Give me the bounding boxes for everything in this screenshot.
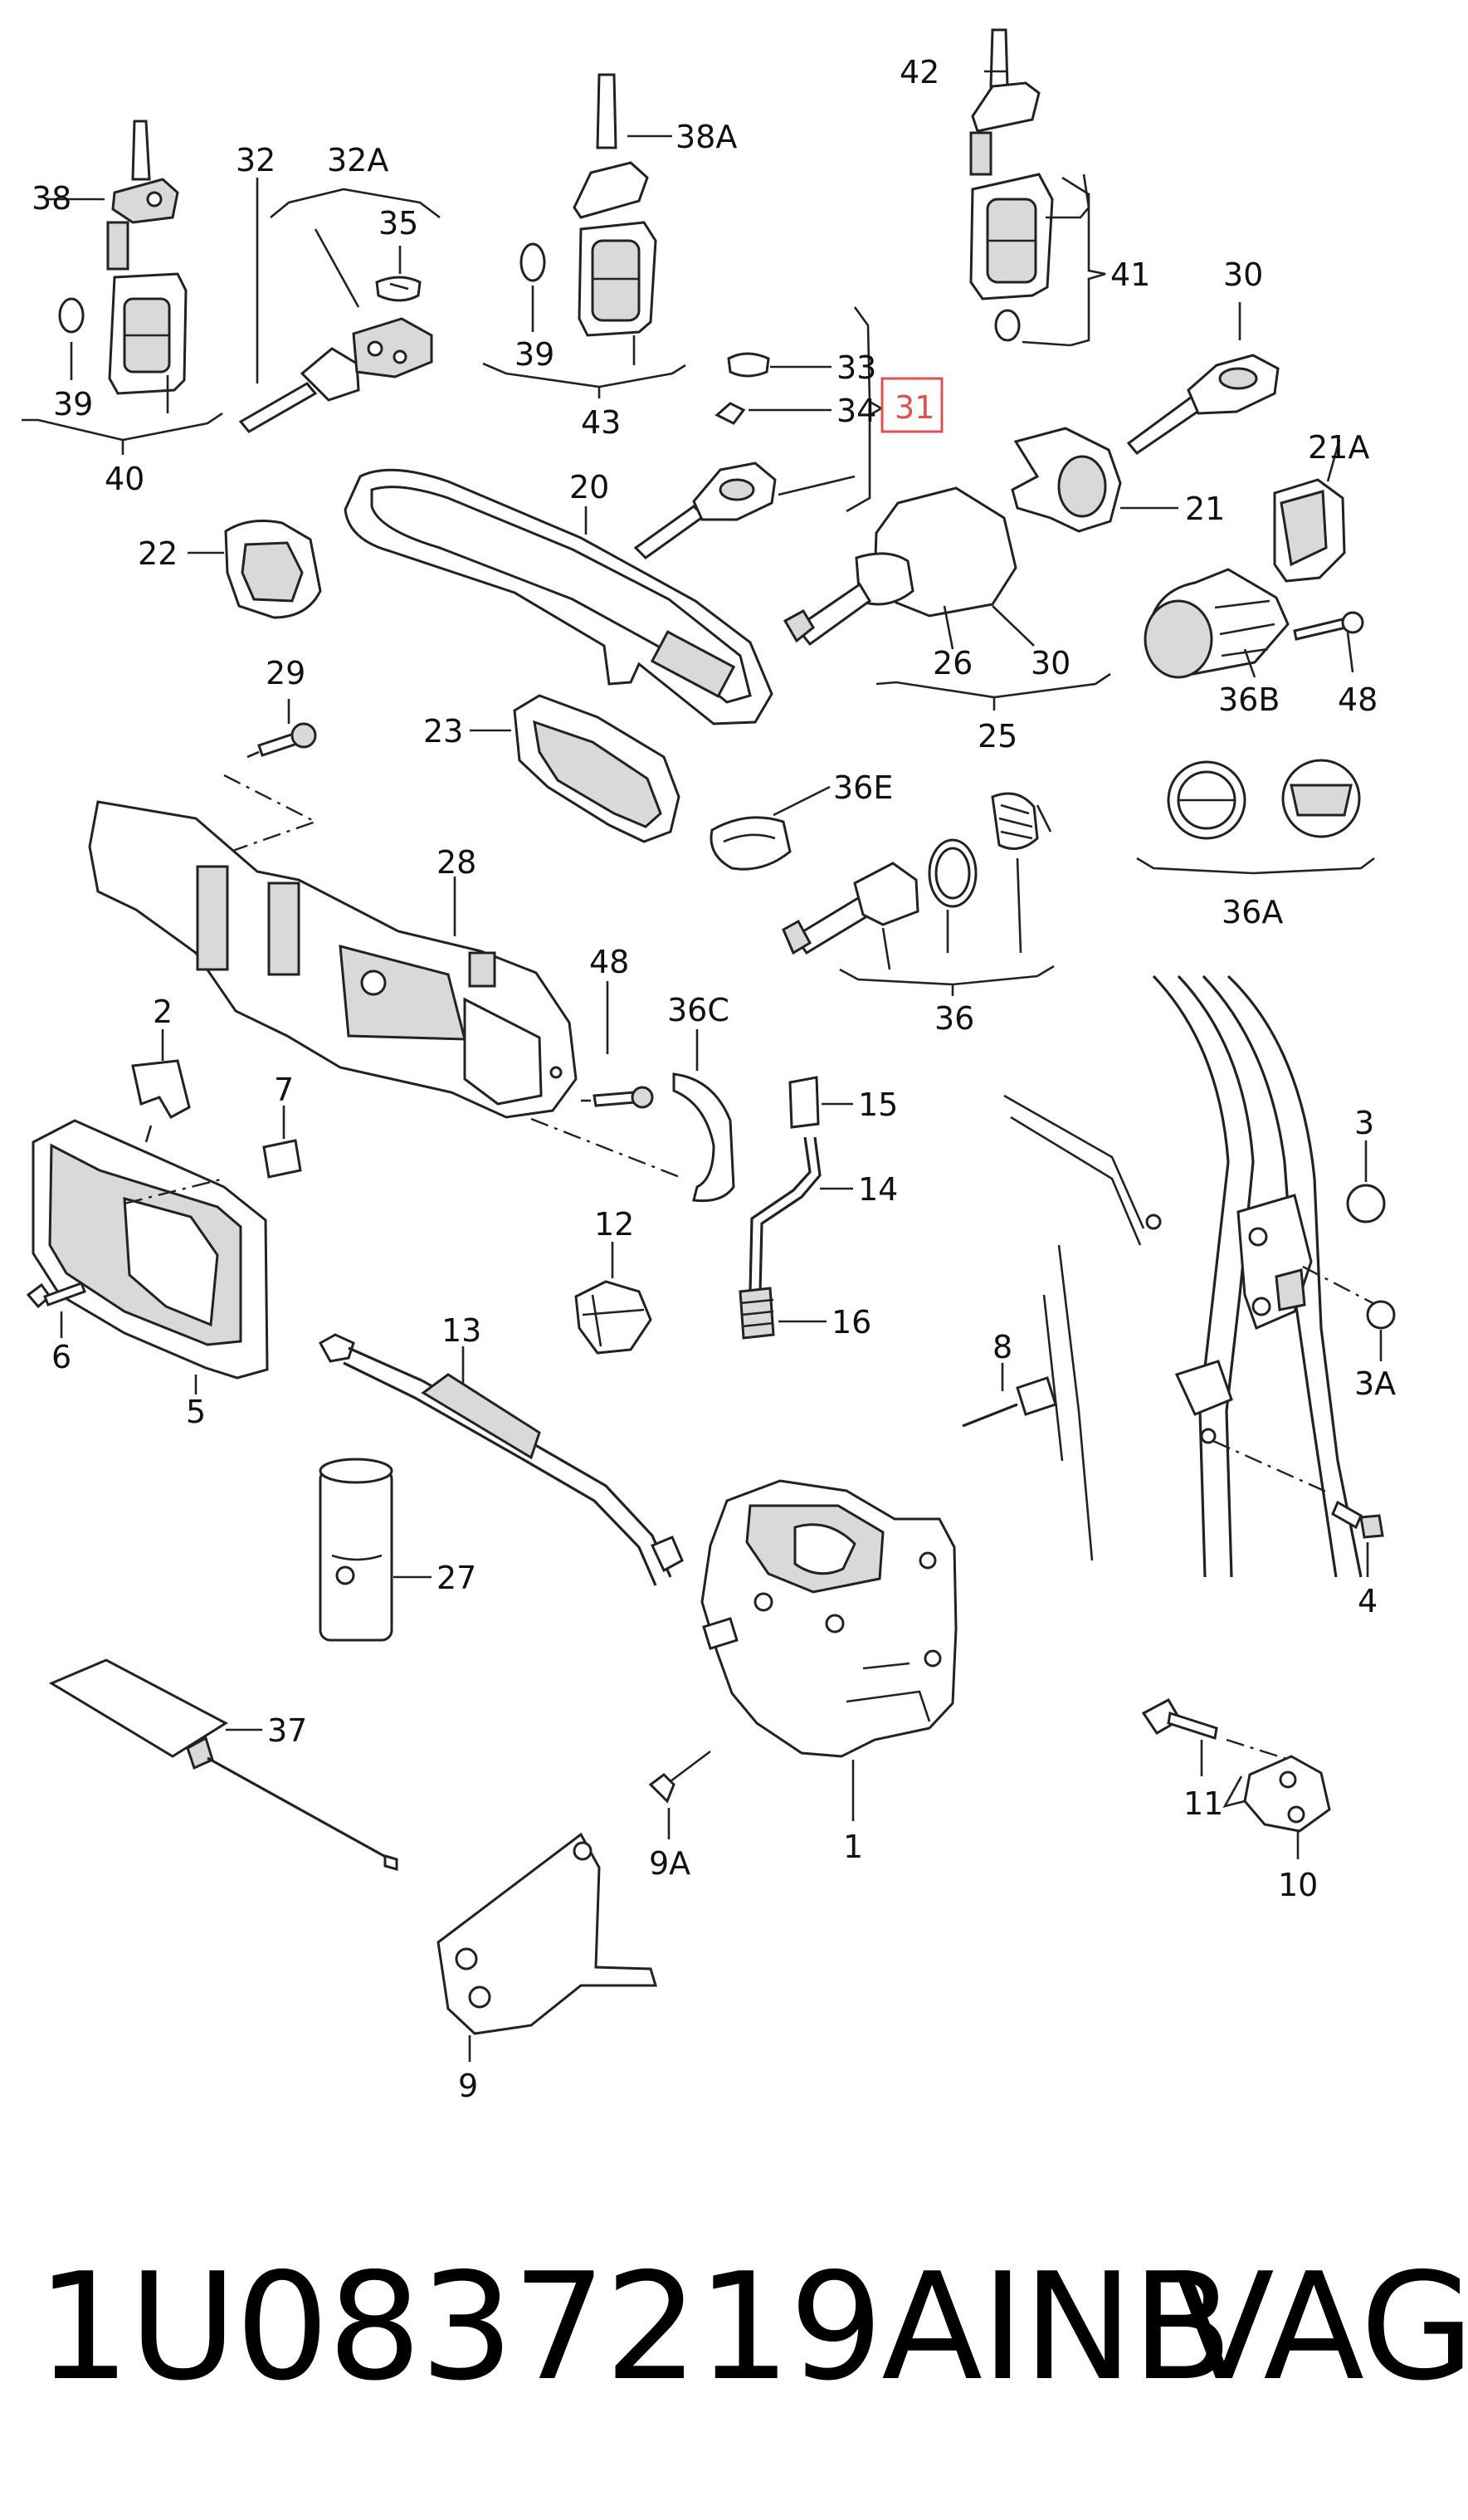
gasket-23-part bbox=[470, 694, 680, 843]
callout-37: 37 bbox=[267, 1712, 307, 1749]
callout-43: 43 bbox=[581, 404, 621, 441]
callout-32: 32 bbox=[236, 142, 276, 178]
callout-3a: 3A bbox=[1354, 1365, 1396, 1402]
callout-26: 26 bbox=[933, 645, 973, 681]
clip-12-part bbox=[574, 1242, 652, 1355]
callout-4: 4 bbox=[1358, 1583, 1378, 1619]
callout-39b: 39 bbox=[515, 336, 554, 373]
callout-36a: 36A bbox=[1222, 894, 1283, 930]
callout-30b: 30 bbox=[1031, 645, 1071, 681]
part-number: 1U0837219AINB bbox=[37, 2241, 1233, 2413]
group-31-part bbox=[633, 306, 884, 559]
callout-1: 1 bbox=[843, 1829, 863, 1865]
callout-31: 31 bbox=[895, 389, 934, 426]
callout-36: 36 bbox=[934, 1000, 974, 1037]
callout-41: 41 bbox=[1110, 256, 1150, 293]
callout-7: 7 bbox=[274, 1072, 294, 1108]
bracket-9-part bbox=[436, 1750, 711, 2062]
callout-23: 23 bbox=[423, 713, 463, 750]
callout-21: 21 bbox=[1185, 491, 1225, 527]
callout-9a: 9A bbox=[649, 1845, 690, 1882]
key-42-part bbox=[969, 28, 1106, 347]
screw-29-part bbox=[220, 699, 319, 857]
callout-36e: 36E bbox=[833, 769, 893, 806]
callout-2: 2 bbox=[153, 994, 173, 1030]
callout-labels: 38 32 32A 35 39 40 38A 39 43 42 41 30 33… bbox=[32, 54, 1396, 2104]
inner-handle-5-part bbox=[26, 1029, 302, 1394]
vendor-name: VAG bbox=[1173, 2241, 1468, 2413]
callout-8: 8 bbox=[992, 1329, 1012, 1365]
callout-10: 10 bbox=[1278, 1867, 1318, 1903]
cylinder-36b-part bbox=[1144, 439, 1364, 679]
callout-12: 12 bbox=[594, 1206, 634, 1243]
callout-38a: 38A bbox=[675, 119, 737, 155]
callout-20: 20 bbox=[569, 469, 609, 505]
lock-1-part bbox=[700, 1479, 958, 1821]
bolt-4-part bbox=[1331, 1500, 1384, 1577]
cylinder-25-part bbox=[783, 427, 1178, 711]
key-38a-part bbox=[482, 73, 686, 398]
mechanism-28-part bbox=[88, 800, 578, 1119]
callout-13: 13 bbox=[441, 1312, 481, 1349]
callout-38: 38 bbox=[32, 180, 71, 217]
callout-36c: 36C bbox=[667, 992, 729, 1028]
callout-33: 33 bbox=[836, 349, 876, 386]
callout-21a: 21A bbox=[1308, 429, 1369, 466]
clip-36c-part bbox=[530, 1029, 735, 1203]
callout-6: 6 bbox=[51, 1339, 71, 1375]
callout-48b: 48 bbox=[589, 944, 629, 980]
callout-22: 22 bbox=[138, 535, 178, 572]
group-36-part bbox=[782, 792, 1055, 996]
callout-36b: 36B bbox=[1218, 681, 1280, 718]
callout-39: 39 bbox=[53, 386, 93, 422]
plug-3-part bbox=[1346, 1140, 1386, 1223]
callout-27: 27 bbox=[436, 1560, 476, 1596]
part-number-footer: 1U0837219AINB VAG bbox=[37, 2241, 1468, 2424]
key-32-part bbox=[238, 178, 441, 433]
rings-36a-part bbox=[1136, 759, 1375, 875]
screw-48-part bbox=[581, 981, 654, 1109]
cable-13-part bbox=[318, 1333, 684, 1586]
callout-25: 25 bbox=[978, 718, 1017, 755]
striker-10-part bbox=[1141, 1697, 1331, 1859]
callout-28: 28 bbox=[436, 844, 476, 881]
callout-15: 15 bbox=[858, 1087, 898, 1123]
callout-5: 5 bbox=[186, 1394, 206, 1430]
plug-3a-part bbox=[1366, 1300, 1396, 1361]
spray-can-27-part bbox=[319, 1458, 432, 1642]
callout-31-highlight bbox=[880, 377, 944, 433]
callout-14: 14 bbox=[858, 1171, 898, 1208]
rod-14-part bbox=[739, 1076, 853, 1340]
callout-40: 40 bbox=[105, 461, 144, 497]
tool-37-part bbox=[48, 1658, 398, 1871]
gasket-22-part bbox=[188, 520, 322, 619]
callout-34: 34 bbox=[836, 393, 876, 429]
callout-35: 35 bbox=[378, 205, 418, 242]
key-38-part bbox=[45, 120, 188, 413]
outer-handle-20-part bbox=[344, 468, 773, 725]
sensor-8-part bbox=[962, 1363, 1057, 1428]
callout-9: 9 bbox=[458, 2068, 478, 2104]
bracket-40 bbox=[22, 412, 223, 442]
callout-29: 29 bbox=[266, 655, 305, 691]
callout-16: 16 bbox=[832, 1304, 871, 1341]
callout-32a: 32A bbox=[327, 142, 388, 178]
key-30-part bbox=[1126, 302, 1280, 456]
callout-42: 42 bbox=[900, 54, 939, 90]
callout-30a: 30 bbox=[1223, 256, 1263, 293]
callout-11: 11 bbox=[1183, 1785, 1223, 1822]
door-frame-part bbox=[1003, 974, 1380, 1578]
callout-48a: 48 bbox=[1338, 681, 1378, 718]
callout-3: 3 bbox=[1354, 1105, 1374, 1141]
ring-36e-part bbox=[710, 785, 831, 871]
